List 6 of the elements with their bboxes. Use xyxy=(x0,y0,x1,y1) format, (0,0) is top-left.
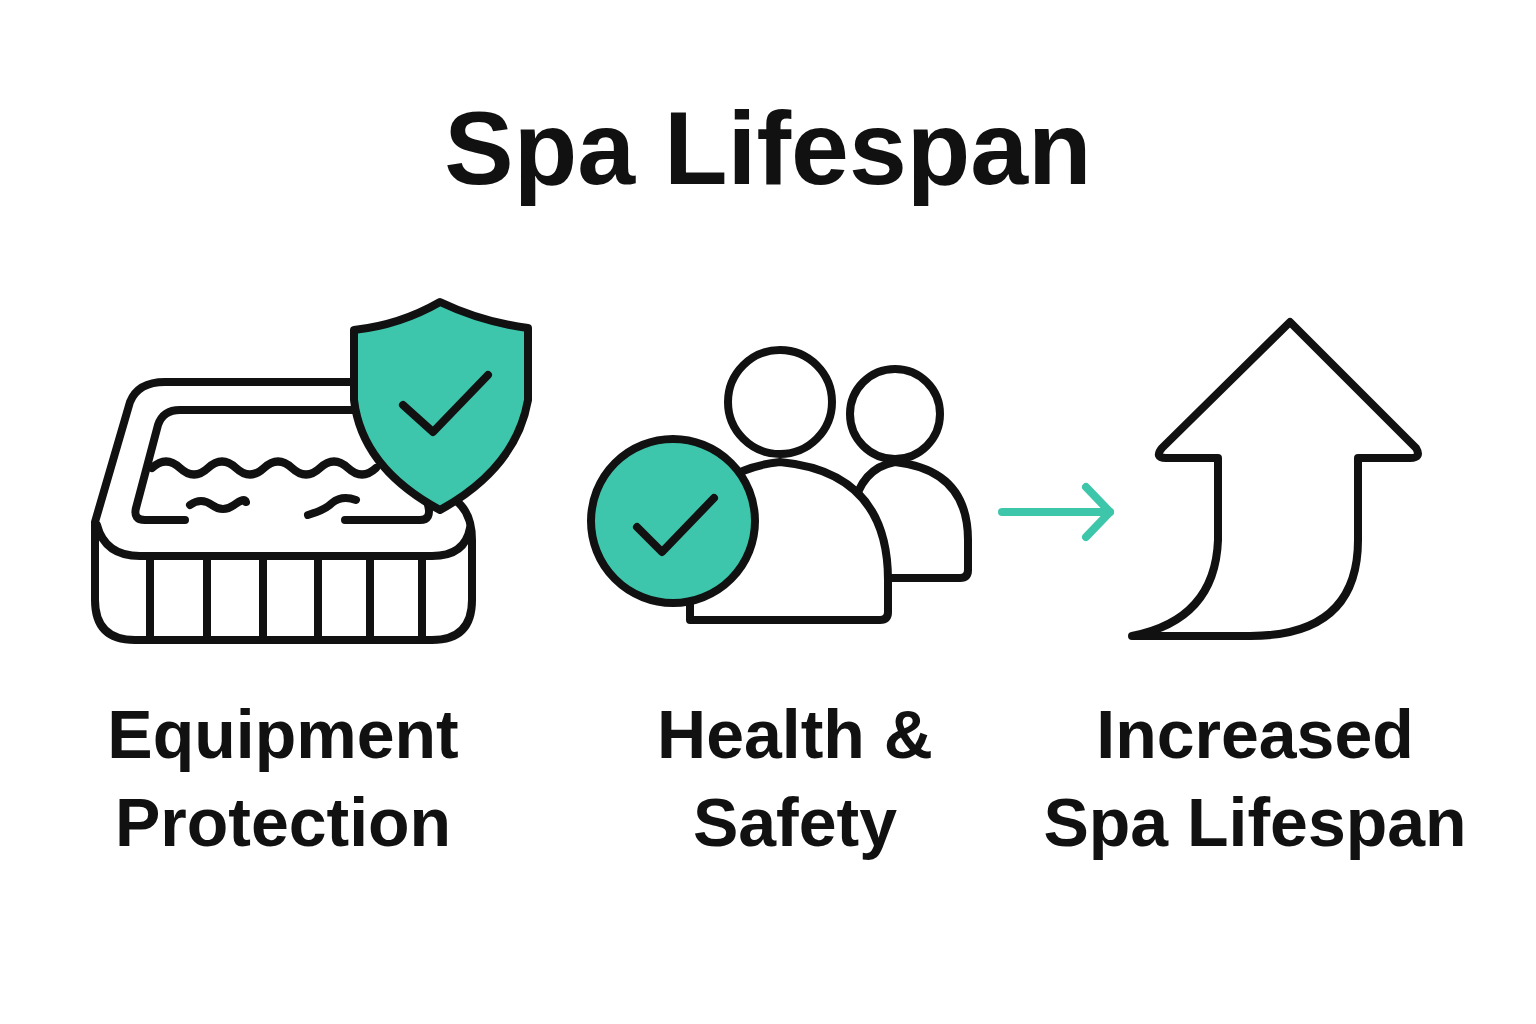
diagram-title: Spa Lifespan xyxy=(444,89,1092,208)
caption-text: Health & Safety xyxy=(656,695,934,862)
curved-up-arrow-drawing xyxy=(1126,316,1424,642)
arrow xyxy=(998,483,1114,541)
caption-text: Increased Spa Lifespan xyxy=(1042,695,1468,862)
caption-text: Equipment Protection xyxy=(106,695,460,862)
